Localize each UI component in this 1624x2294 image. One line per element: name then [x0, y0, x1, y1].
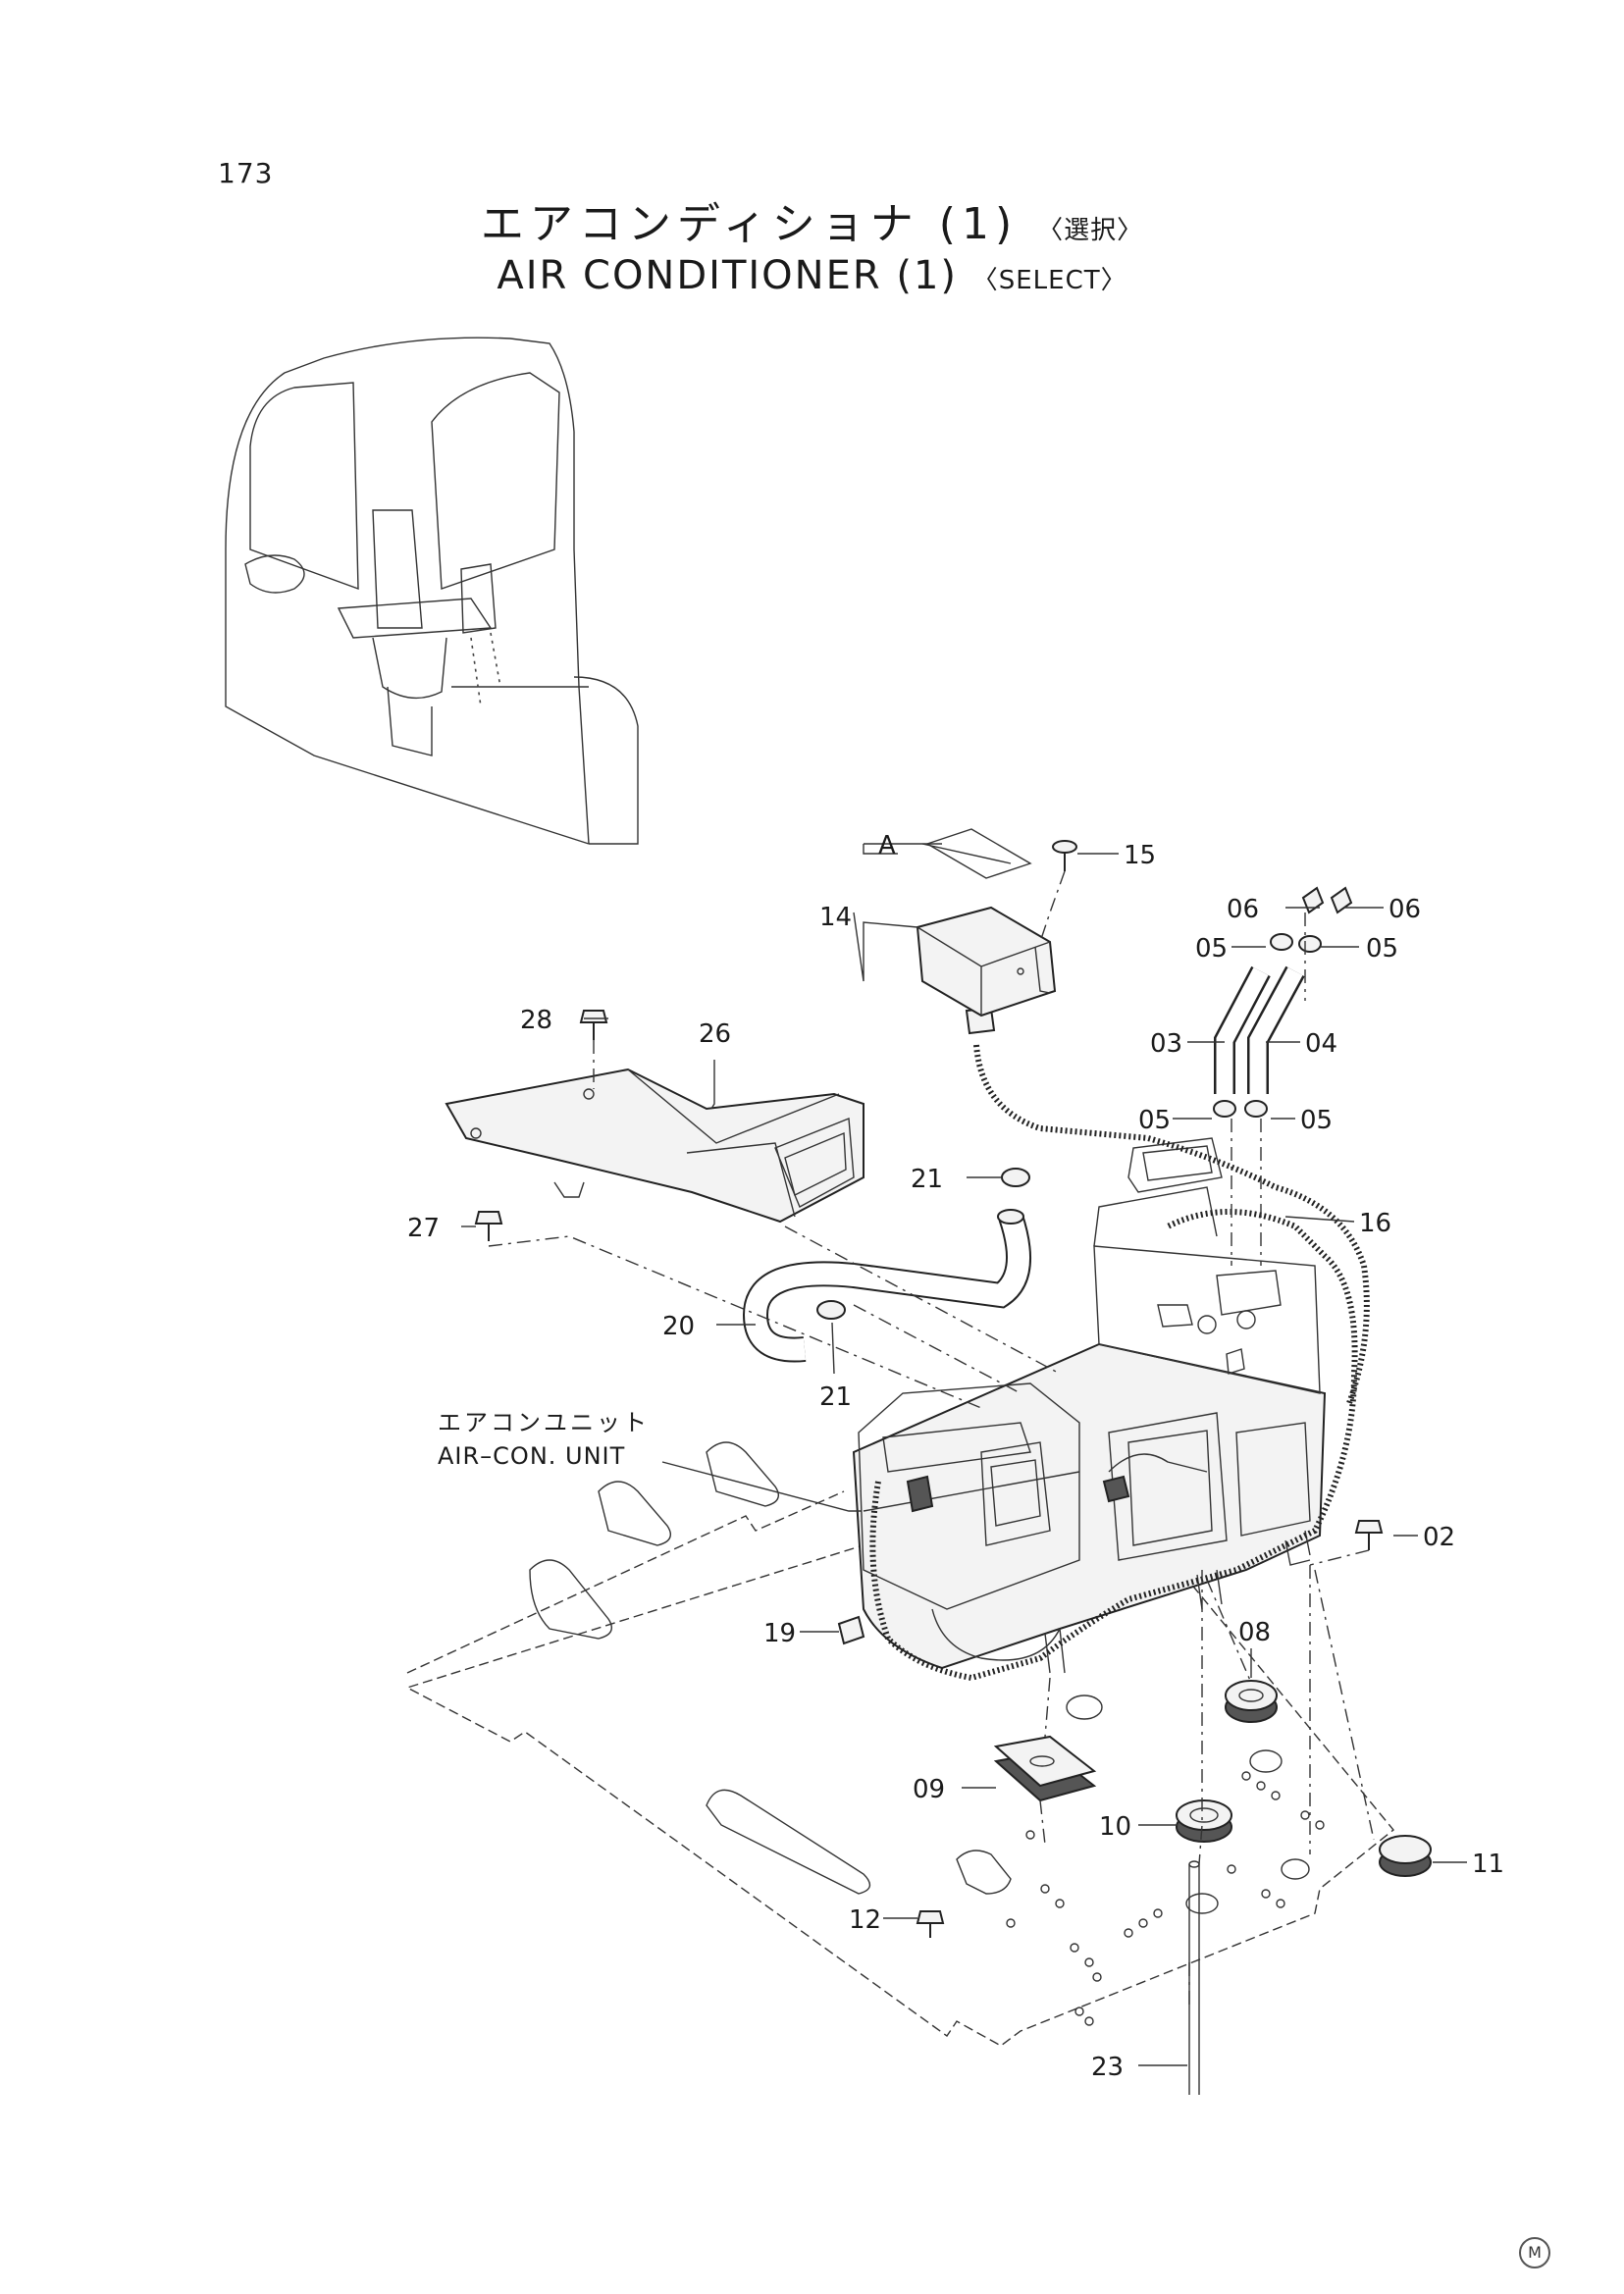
bolt-12 [916, 1910, 945, 1938]
label-part-26: 26 [699, 1019, 731, 1049]
label-part-16: 16 [1359, 1209, 1391, 1238]
label-part-05-mid-right: 05 [1300, 1106, 1333, 1135]
label-part-02: 02 [1423, 1523, 1455, 1552]
air-con-unit [852, 1137, 1358, 1682]
seal-09 [993, 1735, 1097, 1802]
label-part-10: 10 [1099, 1812, 1131, 1842]
air-con-unit-label-english: AIR–CON. UNIT [438, 1442, 626, 1470]
label-part-05-top-left: 05 [1195, 934, 1228, 964]
controller-14 [916, 828, 1057, 1017]
bolt-15 [1052, 840, 1077, 871]
label-part-21-top: 21 [911, 1165, 943, 1194]
grommet-08 [1225, 1680, 1278, 1723]
cab-overview-illustration [225, 337, 639, 845]
label-part-15: 15 [1124, 841, 1156, 870]
drain-tube-23 [1188, 1860, 1200, 2095]
title-en-main: AIR CONDITIONER (1) [497, 253, 959, 298]
label-part-04: 04 [1305, 1029, 1337, 1059]
caps-06 [1301, 886, 1353, 914]
duct-26 [445, 1068, 864, 1224]
label-part-08: 08 [1238, 1618, 1271, 1647]
label-part-19: 19 [763, 1619, 796, 1648]
hoses-03-04 [1214, 965, 1305, 1094]
harness-16 [965, 1007, 1370, 1405]
label-part-28: 28 [520, 1006, 552, 1035]
title-en-suffix: 〈SELECT〉 [971, 266, 1127, 295]
label-part-20: 20 [662, 1312, 695, 1341]
page-title-english: AIR CONDITIONER (1) 〈SELECT〉 [0, 253, 1624, 298]
label-part-23: 23 [1091, 2053, 1124, 2082]
label-part-05-mid-left: 05 [1138, 1106, 1171, 1135]
part-labels: A 15 14 06 06 05 05 03 04 05 05 28 26 21… [407, 831, 1504, 2082]
label-part-21-bottom: 21 [819, 1382, 852, 1412]
air-con-unit-label-japanese: エアコンユニット [438, 1409, 650, 1436]
label-part-11: 11 [1472, 1850, 1504, 1879]
assembly-lines [488, 870, 1375, 2007]
bolt-02 [1354, 1520, 1384, 1550]
hose-20 [742, 1209, 1031, 1363]
leader-lines [461, 843, 1467, 2066]
clamps-21 [816, 1168, 1030, 1320]
clip-19 [837, 1615, 865, 1645]
label-part-12: 12 [849, 1905, 881, 1935]
bolt-27 [474, 1211, 503, 1241]
label-part-06-right: 06 [1388, 895, 1421, 924]
title-ja-main: エアコンディショナ (1) [480, 199, 1019, 249]
label-part-27: 27 [407, 1214, 440, 1243]
plug-11 [1379, 1835, 1432, 1877]
label-part-05-top-right: 05 [1366, 934, 1398, 964]
label-part-06-left: 06 [1227, 895, 1259, 924]
grommet-10 [1176, 1799, 1232, 1843]
label-part-14: 14 [819, 903, 852, 932]
manufacturer-mark: M [1519, 2237, 1550, 2268]
page-title-japanese: エアコンディショナ (1) 〈選択〉 [0, 188, 1624, 251]
label-part-a: A [878, 831, 896, 860]
label-part-09: 09 [913, 1775, 945, 1804]
page-number: 173 [218, 157, 274, 189]
bolt-28 [579, 1010, 608, 1040]
title-ja-suffix: 〈選択〉 [1037, 216, 1144, 245]
label-part-03: 03 [1150, 1029, 1182, 1059]
